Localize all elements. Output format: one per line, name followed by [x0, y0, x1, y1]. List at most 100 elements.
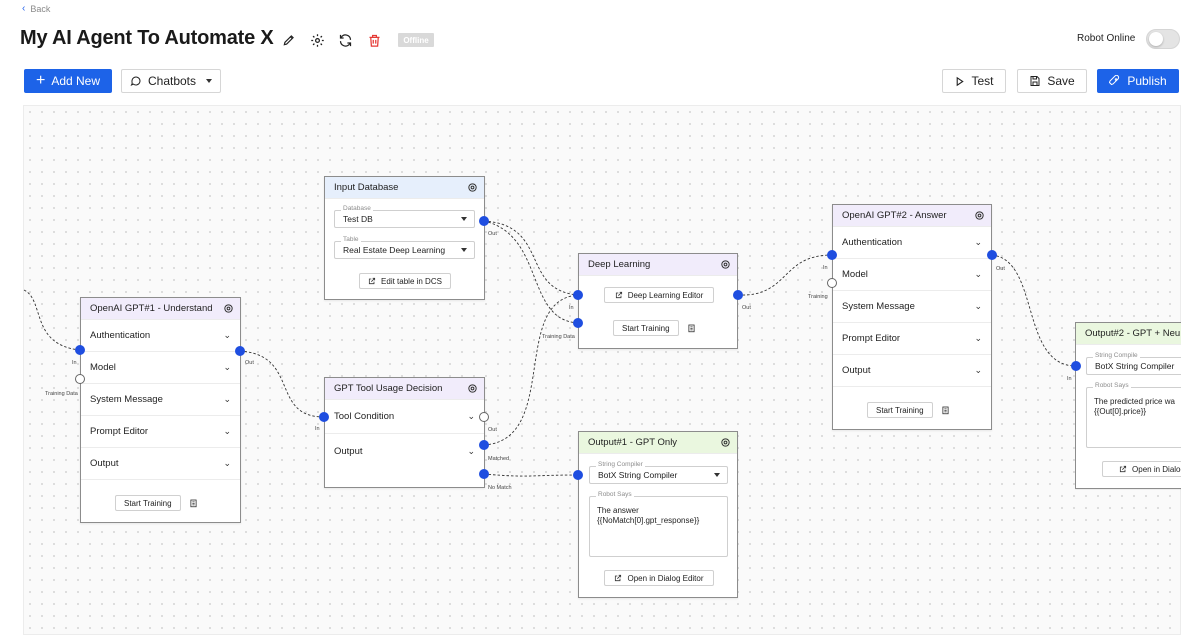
tool-in-port[interactable]: [319, 412, 329, 422]
clipboard-icon[interactable]: [189, 498, 198, 508]
node-header[interactable]: OpenAI GPT#1 - Understand: [81, 298, 240, 320]
tool-out-label: Out: [488, 427, 497, 433]
refresh-icon[interactable]: [335, 30, 355, 50]
node-header[interactable]: Output#1 - GPT Only: [579, 432, 737, 454]
page-title: My AI Agent To Automate X: [20, 27, 274, 49]
node-settings-gear-icon[interactable]: [974, 210, 985, 221]
row-tool-condition[interactable]: Tool Condition⌄: [325, 400, 484, 434]
string-compiler-select[interactable]: String Compile BotX String Compiler: [1086, 352, 1181, 375]
caret-down-icon: [714, 473, 720, 477]
gpt1-training-port[interactable]: [75, 374, 85, 384]
gpt2-out-port[interactable]: [987, 250, 997, 260]
node-settings-gear-icon[interactable]: [467, 383, 478, 394]
delete-trash-icon[interactable]: [364, 30, 384, 50]
dl-in-port[interactable]: [573, 290, 583, 300]
string-compiler-value: BotX String Compiler: [598, 470, 678, 480]
test-label: Test: [971, 74, 994, 88]
node-gpt-tool-decision[interactable]: GPT Tool Usage Decision Tool Condition⌄ …: [324, 377, 485, 488]
robot-online-label: Robot Online: [1077, 33, 1136, 44]
tool-nomatch-label: No Match: [488, 485, 512, 491]
db-out-port[interactable]: [479, 216, 489, 226]
publish-button[interactable]: Publish: [1097, 69, 1179, 93]
row-prompt-editor[interactable]: Prompt Editor⌄: [833, 323, 991, 355]
table-select[interactable]: Table Real Estate Deep Learning: [334, 236, 475, 259]
node-gpt1-understand[interactable]: OpenAI GPT#1 - Understand Authentication…: [80, 297, 241, 523]
database-select[interactable]: Database Test DB: [334, 205, 475, 228]
node-settings-gear-icon[interactable]: [720, 437, 731, 448]
add-new-button[interactable]: + Add New: [24, 69, 112, 93]
edit-pencil-icon[interactable]: [279, 30, 299, 50]
back-link[interactable]: ‹ Back: [22, 3, 50, 14]
row-authentication[interactable]: Authentication⌄: [81, 320, 240, 352]
node-header[interactable]: Deep Learning: [579, 254, 737, 276]
node-output1-gpt-only[interactable]: Output#1 - GPT Only String Compiler BotX…: [578, 431, 738, 598]
row-label: Prompt Editor: [90, 426, 149, 437]
node-input-database[interactable]: Input Database Database Test DB Table Re…: [324, 176, 485, 300]
dl-out-port[interactable]: [733, 290, 743, 300]
node-header[interactable]: Input Database: [325, 177, 484, 199]
chevron-down-icon: ⌄: [467, 445, 475, 456]
chevron-down-icon: ⌄: [467, 411, 475, 421]
deep-learning-editor-label: Deep Learning Editor: [627, 290, 704, 300]
row-system-message[interactable]: System Message⌄: [81, 384, 240, 416]
db-out-label: Out: [488, 231, 497, 237]
deep-learning-editor-button[interactable]: Deep Learning Editor: [604, 287, 714, 303]
start-training-button[interactable]: Start Training: [613, 320, 679, 336]
node-settings-gear-icon[interactable]: [467, 182, 478, 193]
robot-says-text: The answer {{NoMatch[0].gpt_response}}: [597, 506, 700, 525]
node-settings-gear-icon[interactable]: [223, 303, 234, 314]
output2-in-port[interactable]: [1071, 361, 1081, 371]
row-output[interactable]: Output⌄: [325, 434, 484, 468]
gpt1-in-port[interactable]: [75, 345, 85, 355]
node-deep-learning[interactable]: Deep Learning Deep Learning Editor Start…: [578, 253, 738, 349]
gpt2-in-port[interactable]: [827, 250, 837, 260]
robot-says-textarea[interactable]: Robot Says The answer {{NoMatch[0].gpt_r…: [589, 491, 728, 557]
node-output2-clip: Output#2 - GPT + Neu String Compile BotX…: [1075, 322, 1181, 490]
tool-matched-port[interactable]: [479, 440, 489, 450]
save-button[interactable]: Save: [1017, 69, 1087, 93]
open-dialog-editor-button[interactable]: Open in Dialog Editor: [604, 570, 714, 586]
open-dialog-editor-label: Open in Dialog Editor: [627, 573, 704, 583]
gpt1-out-port[interactable]: [235, 346, 245, 356]
row-output[interactable]: Output⌄: [81, 448, 240, 480]
row-model[interactable]: Model⌄: [81, 352, 240, 384]
string-compiler-select[interactable]: String Compiler BotX String Compiler: [589, 461, 728, 484]
node-output2-gpt-neural[interactable]: Output#2 - GPT + Neu String Compile BotX…: [1075, 322, 1181, 489]
output1-in-port[interactable]: [573, 470, 583, 480]
save-disk-icon: [1030, 76, 1040, 86]
row-model[interactable]: Model⌄: [833, 259, 991, 291]
test-button[interactable]: Test: [942, 69, 1006, 93]
dl-out-label: Out: [742, 305, 751, 311]
node-gpt2-answer[interactable]: OpenAI GPT#2 - Answer Authentication⌄ Mo…: [832, 204, 992, 430]
toggle-knob: [1149, 32, 1163, 46]
caret-down-icon: [461, 217, 467, 221]
robot-says-textarea[interactable]: Robot Says The predicted price wa {{Out[…: [1086, 382, 1181, 448]
chatbots-dropdown[interactable]: Chatbots: [121, 69, 221, 93]
row-output[interactable]: Output⌄: [833, 355, 991, 387]
output2-in-label: In: [1067, 376, 1072, 382]
clipboard-icon[interactable]: [941, 405, 950, 415]
chevron-down-icon: ⌄: [974, 301, 982, 311]
gpt1-out-label: Out: [245, 360, 254, 366]
node-header[interactable]: Output#2 - GPT + Neu: [1076, 323, 1181, 345]
tool-nomatch-port[interactable]: [479, 469, 489, 479]
chevron-down-icon: ⌄: [974, 237, 982, 247]
row-system-message[interactable]: System Message⌄: [833, 291, 991, 323]
node-header[interactable]: GPT Tool Usage Decision: [325, 378, 484, 400]
tool-out-port[interactable]: [479, 412, 489, 422]
settings-gear-icon[interactable]: [307, 30, 327, 50]
node-settings-gear-icon[interactable]: [720, 259, 731, 270]
row-label: System Message: [90, 394, 163, 405]
dl-training-port[interactable]: [573, 318, 583, 328]
node-header[interactable]: OpenAI GPT#2 - Answer: [833, 205, 991, 227]
start-training-button[interactable]: Start Training: [115, 495, 181, 511]
row-authentication[interactable]: Authentication⌄: [833, 227, 991, 259]
open-dialog-button[interactable]: Open in Dialog: [1102, 461, 1181, 477]
robot-online-toggle[interactable]: [1146, 29, 1180, 49]
row-prompt-editor[interactable]: Prompt Editor⌄: [81, 416, 240, 448]
gpt2-training-port[interactable]: [827, 278, 837, 288]
edit-table-button[interactable]: Edit table in DCS: [359, 273, 451, 289]
clipboard-icon[interactable]: [687, 323, 696, 333]
start-training-button[interactable]: Start Training: [867, 402, 933, 418]
tool-matched-label: Matched: [488, 456, 510, 462]
